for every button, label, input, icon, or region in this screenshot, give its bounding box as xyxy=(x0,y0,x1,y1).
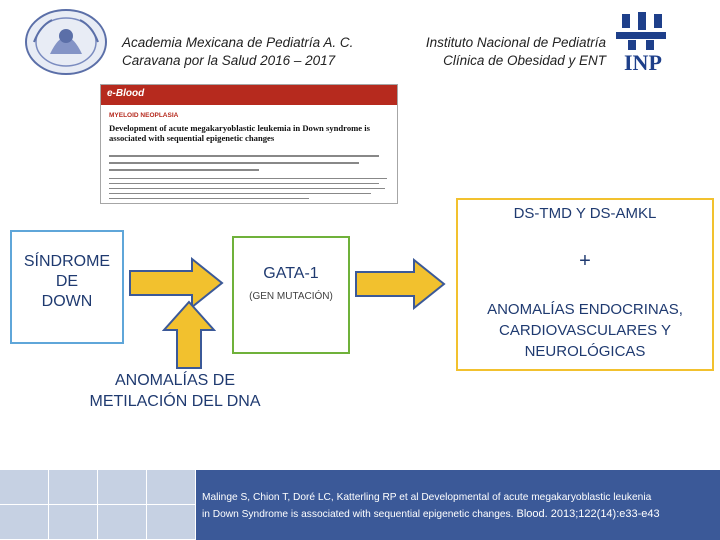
inp-logo: INP xyxy=(616,12,694,74)
citation-line-2: in Down Syndrome is associated with sequ… xyxy=(202,506,718,523)
footer-tile xyxy=(49,505,98,540)
academy-seal-logo xyxy=(20,6,112,78)
down-line-1: SÍNDROME xyxy=(10,252,124,272)
up-arrow-methylation xyxy=(162,300,216,370)
footer-tile xyxy=(98,470,147,505)
article-thumbnail: e-Blood MYELOID NEOPLASIA Development of… xyxy=(100,84,398,204)
affiliation-line xyxy=(109,178,387,179)
inp-logo-text: INP xyxy=(624,50,662,74)
article-title: Development of acute megakaryoblastic le… xyxy=(109,123,393,143)
academy-name: Academia Mexicana de Pediatría A. C. xyxy=(122,34,392,52)
outcome-line-2: CARDIOVASCULARES Y xyxy=(456,320,714,341)
article-section: MYELOID NEOPLASIA xyxy=(109,112,178,119)
methylation-label: ANOMALÍAS DE METILACIÓN DEL DNA xyxy=(60,370,290,412)
gata1-label: GATA-1 xyxy=(232,265,350,283)
footer-tile xyxy=(147,470,196,505)
right-arrow-to-outcome xyxy=(354,258,446,310)
institute-header: Instituto Nacional de Pediatría Clínica … xyxy=(398,34,606,70)
affiliation-line xyxy=(109,183,379,184)
outcome-line-1: ANOMALÍAS ENDOCRINAS, xyxy=(456,299,714,320)
plus-sign: + xyxy=(456,250,714,273)
author-line xyxy=(109,155,379,157)
footer-tile xyxy=(98,505,147,540)
outcome-anomalies: ANOMALÍAS ENDOCRINAS, CARDIOVASCULARES Y… xyxy=(456,299,714,362)
affiliation-line xyxy=(109,188,385,189)
clinic-subtitle: Clínica de Obesidad y ENT xyxy=(398,52,606,70)
down-line-3: DOWN xyxy=(10,292,124,312)
citation-journal: Blood. 2013;122(14):e33-e43 xyxy=(513,508,659,520)
caravana-subtitle: Caravana por la Salud 2016 – 2017 xyxy=(122,52,392,70)
journal-banner xyxy=(101,85,397,105)
academy-header: Academia Mexicana de Pediatría A. C. Car… xyxy=(122,34,392,70)
footer-tile xyxy=(49,470,98,505)
footer-tile xyxy=(0,470,49,505)
footer-tile xyxy=(0,505,49,540)
footer-tile xyxy=(147,505,196,540)
outcome-title: DS-TMD Y DS-AMKL xyxy=(456,205,714,222)
institute-name: Instituto Nacional de Pediatría xyxy=(398,34,606,52)
down-line-2: DE xyxy=(10,272,124,292)
down-syndrome-label: SÍNDROME DE DOWN xyxy=(10,252,124,312)
author-line xyxy=(109,162,359,164)
gata1-subtitle: (GEN MUTACIÓN) xyxy=(232,291,350,302)
affiliation-line xyxy=(109,198,309,199)
methylation-line-2: METILACIÓN DEL DNA xyxy=(60,391,290,412)
journal-brand: e-Blood xyxy=(107,88,144,99)
outcome-line-3: NEUROLÓGICAS xyxy=(456,341,714,362)
citation-line-1: Malinge S, Chion T, Doré LC, Katterling … xyxy=(202,490,718,506)
author-line xyxy=(109,169,259,171)
footer-tiles xyxy=(0,470,200,540)
citation-text: in Down Syndrome is associated with sequ… xyxy=(202,509,513,520)
citation: Malinge S, Chion T, Doré LC, Katterling … xyxy=(202,490,718,523)
methylation-line-1: ANOMALÍAS DE xyxy=(60,370,290,391)
affiliation-line xyxy=(109,193,371,194)
